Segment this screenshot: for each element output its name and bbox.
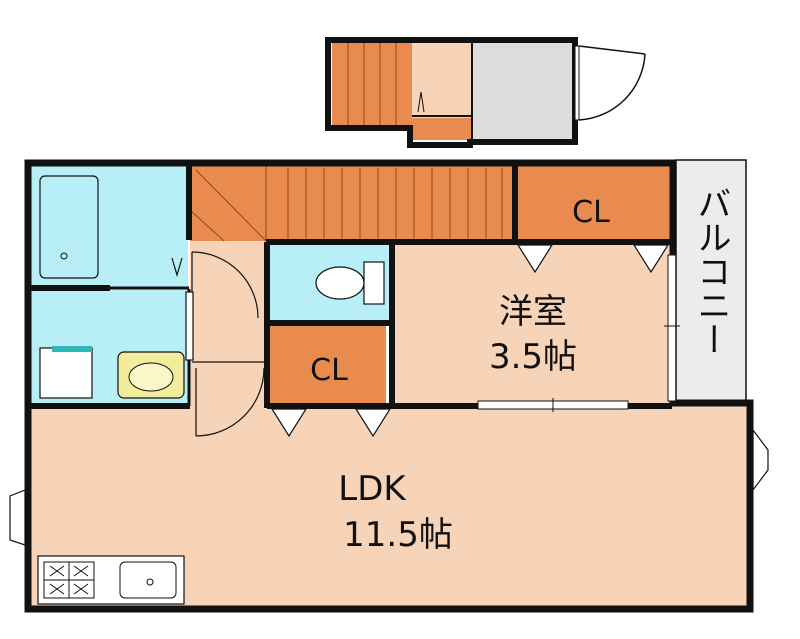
ldk-size: 11.5帖 (343, 515, 453, 555)
closet-top-floor (516, 165, 670, 241)
balcony-outline (675, 159, 747, 403)
closet-door-markers (270, 244, 670, 438)
door-swing-icon (171, 251, 265, 437)
main-stair (190, 165, 516, 241)
western-room-size: 3.5帖 (489, 337, 577, 377)
upper-stair (332, 43, 412, 125)
washing-machine-icon (39, 346, 93, 399)
western-room-name: 洋室 (499, 292, 567, 332)
toilet-icon (315, 261, 385, 305)
walls (24, 159, 754, 613)
washbasin-icon (117, 351, 185, 399)
closet-small-floor (268, 325, 386, 405)
closet-top-label: CL (572, 195, 610, 230)
main-stair-treads (189, 165, 503, 242)
upper-block (325, 37, 646, 148)
ldk-side-windows (9, 428, 769, 546)
sliding-door (477, 398, 629, 412)
balcony-floor (676, 160, 746, 400)
corridor-floor (190, 240, 266, 408)
ldk-name: LDK (338, 469, 407, 509)
entrance-door-swing-icon (574, 45, 646, 121)
stove-icon (43, 561, 95, 599)
upper-step (412, 118, 472, 140)
entrance-floor (472, 43, 572, 139)
kitchen-sink-icon (119, 561, 177, 599)
upper-landing (412, 43, 472, 123)
balcony-label: バルコニー (691, 186, 731, 356)
bathtub-icon (39, 175, 99, 279)
outer-wall (24, 159, 754, 613)
closet-small-label: CL (310, 353, 348, 388)
upper-stair-treads (347, 43, 397, 125)
